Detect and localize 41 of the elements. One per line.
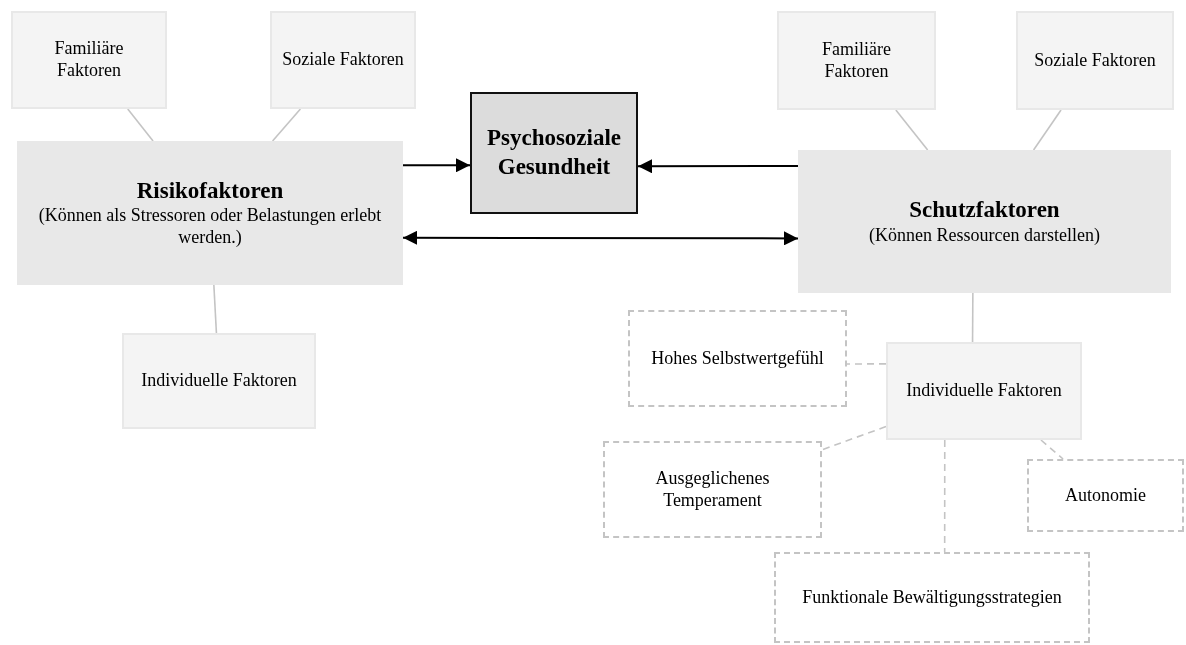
factor-group-box: [798, 150, 1171, 293]
center-box: [470, 92, 638, 214]
node-text: (Können Ressourcen darstellen): [869, 224, 1100, 247]
heading-text: Psychosoziale Gesundheit: [485, 124, 623, 181]
factor-box: [886, 342, 1082, 440]
factor-group-box: [17, 141, 403, 285]
factor-box: [11, 11, 167, 109]
node-text: Soziale Faktoren: [1034, 49, 1156, 72]
connector-line: [126, 108, 154, 142]
factor-box: [1016, 11, 1174, 110]
node-text: Autonomie: [1065, 484, 1146, 507]
connector-line: [1032, 109, 1062, 151]
connector-line: [971, 292, 974, 343]
resource-box: [774, 552, 1090, 643]
factor-box: [777, 11, 936, 110]
node-text: Ausgeglichenes Temperament: [654, 467, 771, 512]
connector-line: [1040, 439, 1064, 460]
connector-line: [213, 284, 218, 334]
node-text: Familiäre Faktoren: [53, 38, 125, 82]
node-text: Hohes Selbstwertgefühl: [651, 347, 824, 370]
node-text: Funktionale Bewältigungsstrategien: [802, 586, 1062, 609]
connector-line: [895, 109, 929, 151]
connector-line: [846, 363, 887, 365]
connector-line: [943, 439, 946, 553]
node-text: Individuelle Faktoren: [141, 370, 297, 392]
node-text: Soziale Faktoren: [282, 49, 404, 71]
arrow: [402, 230, 799, 246]
resource-box: [1027, 459, 1184, 532]
connector-line: [821, 425, 887, 451]
factor-box: [122, 333, 316, 429]
node-text: Individuelle Faktoren: [906, 380, 1062, 402]
arrow: [402, 158, 471, 173]
resource-box: [603, 441, 822, 538]
factor-box: [270, 11, 416, 109]
heading-text: Risikofaktoren: [136, 176, 284, 205]
resource-box: [628, 310, 847, 407]
node-text: Familiäre Faktoren: [821, 38, 892, 83]
arrow: [637, 159, 799, 174]
node-text: (Können als Stressoren oder Belastungen erlebt werden.): [37, 205, 383, 250]
connector-line: [271, 108, 302, 142]
heading-text: Schutzfaktoren: [909, 196, 1060, 225]
